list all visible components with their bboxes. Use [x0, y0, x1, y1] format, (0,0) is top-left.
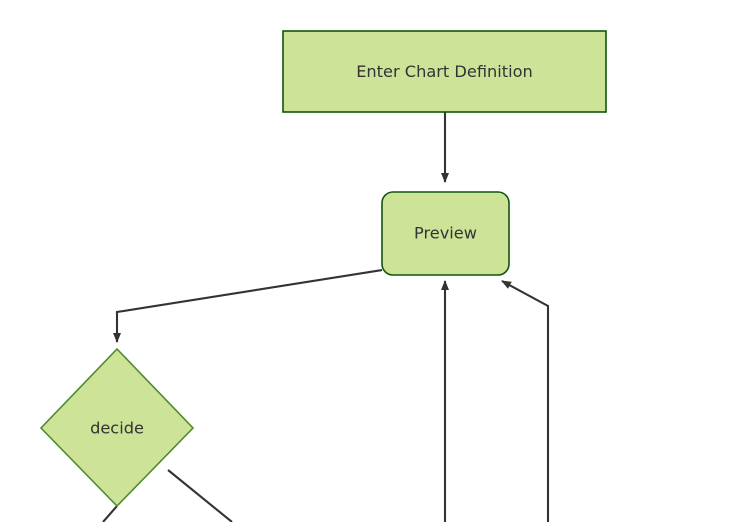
edge-preview-to-decide [113, 268, 383, 343]
node-preview[interactable]: Preview [381, 191, 510, 276]
node-enter-chart-definition[interactable]: Enter Chart Definition [282, 30, 607, 113]
edge-group [102, 112, 550, 522]
node-enter-chart-definition-shape[interactable] [282, 30, 607, 113]
node-preview-label: Preview [414, 224, 477, 243]
edge-decide-to-offscreen-right [167, 469, 233, 522]
edge-return-right-to-preview [501, 280, 550, 522]
node-preview-shape[interactable] [381, 191, 510, 276]
node-enter-chart-definition-label: Enter Chart Definition [356, 62, 533, 81]
node-decide-label: decide [90, 419, 144, 438]
node-decide[interactable]: decide [39, 347, 195, 508]
node-decide-shape[interactable] [39, 347, 195, 508]
edge-decide-to-offscreen-left [102, 505, 118, 522]
